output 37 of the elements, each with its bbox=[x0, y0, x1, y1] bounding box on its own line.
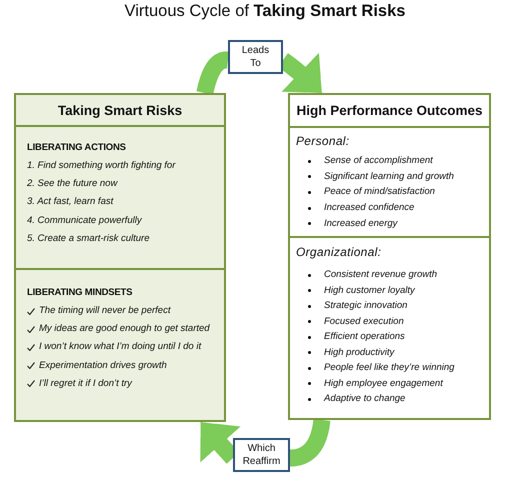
list-item: Adaptive to change bbox=[324, 392, 406, 406]
list-item: High employee engagement bbox=[324, 376, 443, 390]
list-item: High customer loyalty bbox=[324, 284, 415, 298]
panel-title: Taking Smart Risks bbox=[58, 102, 182, 118]
label-box bbox=[233, 438, 290, 472]
list-item: High productivity bbox=[324, 346, 394, 360]
list-item: Focused execution bbox=[324, 314, 404, 328]
list-item: Efficient operations bbox=[324, 330, 405, 344]
section-heading: LIBERATING ACTIONS bbox=[27, 141, 126, 155]
box-label: Which Reaffirm bbox=[242, 442, 280, 468]
list-item: Increased energy bbox=[324, 216, 398, 231]
section-heading: Personal: bbox=[296, 134, 350, 148]
list-item: Peace of mind/satisfaction bbox=[324, 185, 435, 200]
list-item: People feel like they’re winning bbox=[324, 361, 454, 375]
list-item: The timing will never be perfect bbox=[39, 304, 170, 318]
diagram-title: Virtuous Cycle of Taking Smart Risks bbox=[124, 2, 406, 20]
section-heading: Organizational: bbox=[296, 244, 382, 260]
list-item: I’ll regret it if I don’t try bbox=[39, 376, 132, 391]
list-item: My ideas are good enough to get started bbox=[39, 322, 210, 336]
list-item: Significant learning and growth bbox=[324, 170, 454, 184]
panel-title: High Performance Outcomes bbox=[296, 103, 483, 118]
list-item: Increased confidence bbox=[324, 201, 414, 216]
list-item: 5. Create a smart-risk culture bbox=[27, 232, 150, 246]
list-item: Consistent revenue growth bbox=[324, 268, 438, 282]
list-item: Sense of accomplishment bbox=[324, 154, 433, 168]
label-box bbox=[228, 40, 283, 74]
list-item: 1. Find something worth fighting for bbox=[27, 159, 176, 173]
section-heading: LIBERATING MINDSETS bbox=[27, 286, 132, 300]
list-item: I won’t know what I’m doing until I do it bbox=[39, 340, 202, 354]
list-item: Experimentation drives growth bbox=[39, 358, 167, 373]
list-item: Strategic innovation bbox=[324, 299, 408, 313]
list-item: 3. Act fast, learn fast bbox=[27, 195, 114, 210]
panel bbox=[14, 93, 226, 422]
list-item: 4. Communicate powerfully bbox=[27, 214, 142, 228]
panel bbox=[288, 93, 491, 420]
box-label: Leads To bbox=[242, 44, 270, 70]
list-item: 2. See the future now bbox=[27, 177, 118, 192]
